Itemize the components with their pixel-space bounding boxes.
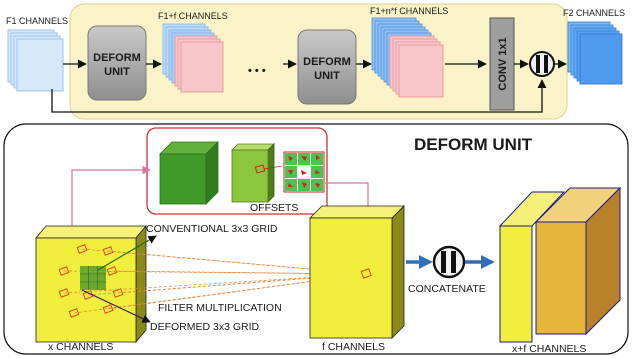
ellipsis-dots: • • • xyxy=(248,65,266,77)
conventional-grid-pointer xyxy=(97,235,157,271)
deform-unit-1-label-line1: DEFORM xyxy=(93,52,141,64)
f1-plus-nf-channels-label: F1+n*f CHANNELS xyxy=(370,6,448,16)
deform-unit-2-label-line2: UNIT xyxy=(314,70,340,82)
offsets-label: OFFSETS xyxy=(250,202,298,214)
offset-feature-map xyxy=(231,143,275,203)
x-channels-label: x CHANNELS xyxy=(48,341,113,353)
f-channels-label: f CHANNELS xyxy=(322,341,385,353)
f2-channels-label: F2 CHANNELS xyxy=(563,8,625,18)
deform-unit-box-2 xyxy=(297,29,357,105)
deformed-sample-points xyxy=(58,244,124,318)
conv-1x1-box xyxy=(489,17,515,111)
f1-plus-f-channels-label: F1+f CHANNELS xyxy=(158,11,228,21)
deform-unit-title: DEFORM UNIT xyxy=(414,135,533,154)
deformed-grid-pointer xyxy=(81,289,151,323)
skip-connection-line xyxy=(51,79,547,113)
pink-line-input-to-offsets xyxy=(71,165,151,228)
deform-unit-box-1 xyxy=(87,25,147,101)
f1-plus-f-feature-stack xyxy=(162,23,224,93)
offset-conv-block xyxy=(159,141,219,205)
arrow-offset-zoom xyxy=(263,165,283,170)
conventional-grid-label: CONVENTIONAL 3x3 GRID xyxy=(146,223,278,235)
f2-feature-stack xyxy=(567,21,623,85)
concat-node-bottom-icon xyxy=(432,245,466,279)
conventional-grid-kernel xyxy=(80,266,106,290)
f1-plus-nf-feature-stack xyxy=(371,17,444,98)
deformed-grid-label: DEFORMED 3x3 GRID xyxy=(150,321,260,333)
f1-feature-stack xyxy=(7,29,64,92)
deform-unit-1-label-line2: UNIT xyxy=(104,66,130,78)
f1-channels-label: F1 CHANNELS xyxy=(6,16,68,26)
x-plus-f-output-block xyxy=(498,186,622,343)
deform-unit-2-label-line1: DEFORM xyxy=(303,56,351,68)
output-feature-map-f xyxy=(309,205,405,339)
filter-multiplication-label: FILTER MULTIPLICATION xyxy=(158,302,282,314)
concatenate-label: CONCATENATE xyxy=(408,283,486,295)
offsets-grid xyxy=(283,151,325,193)
x-plus-f-channels-label: x+f CHANNELS xyxy=(512,343,586,355)
conv-1x1-label: CONV 1x1 xyxy=(497,37,509,90)
concat-node-top-icon xyxy=(529,51,555,77)
